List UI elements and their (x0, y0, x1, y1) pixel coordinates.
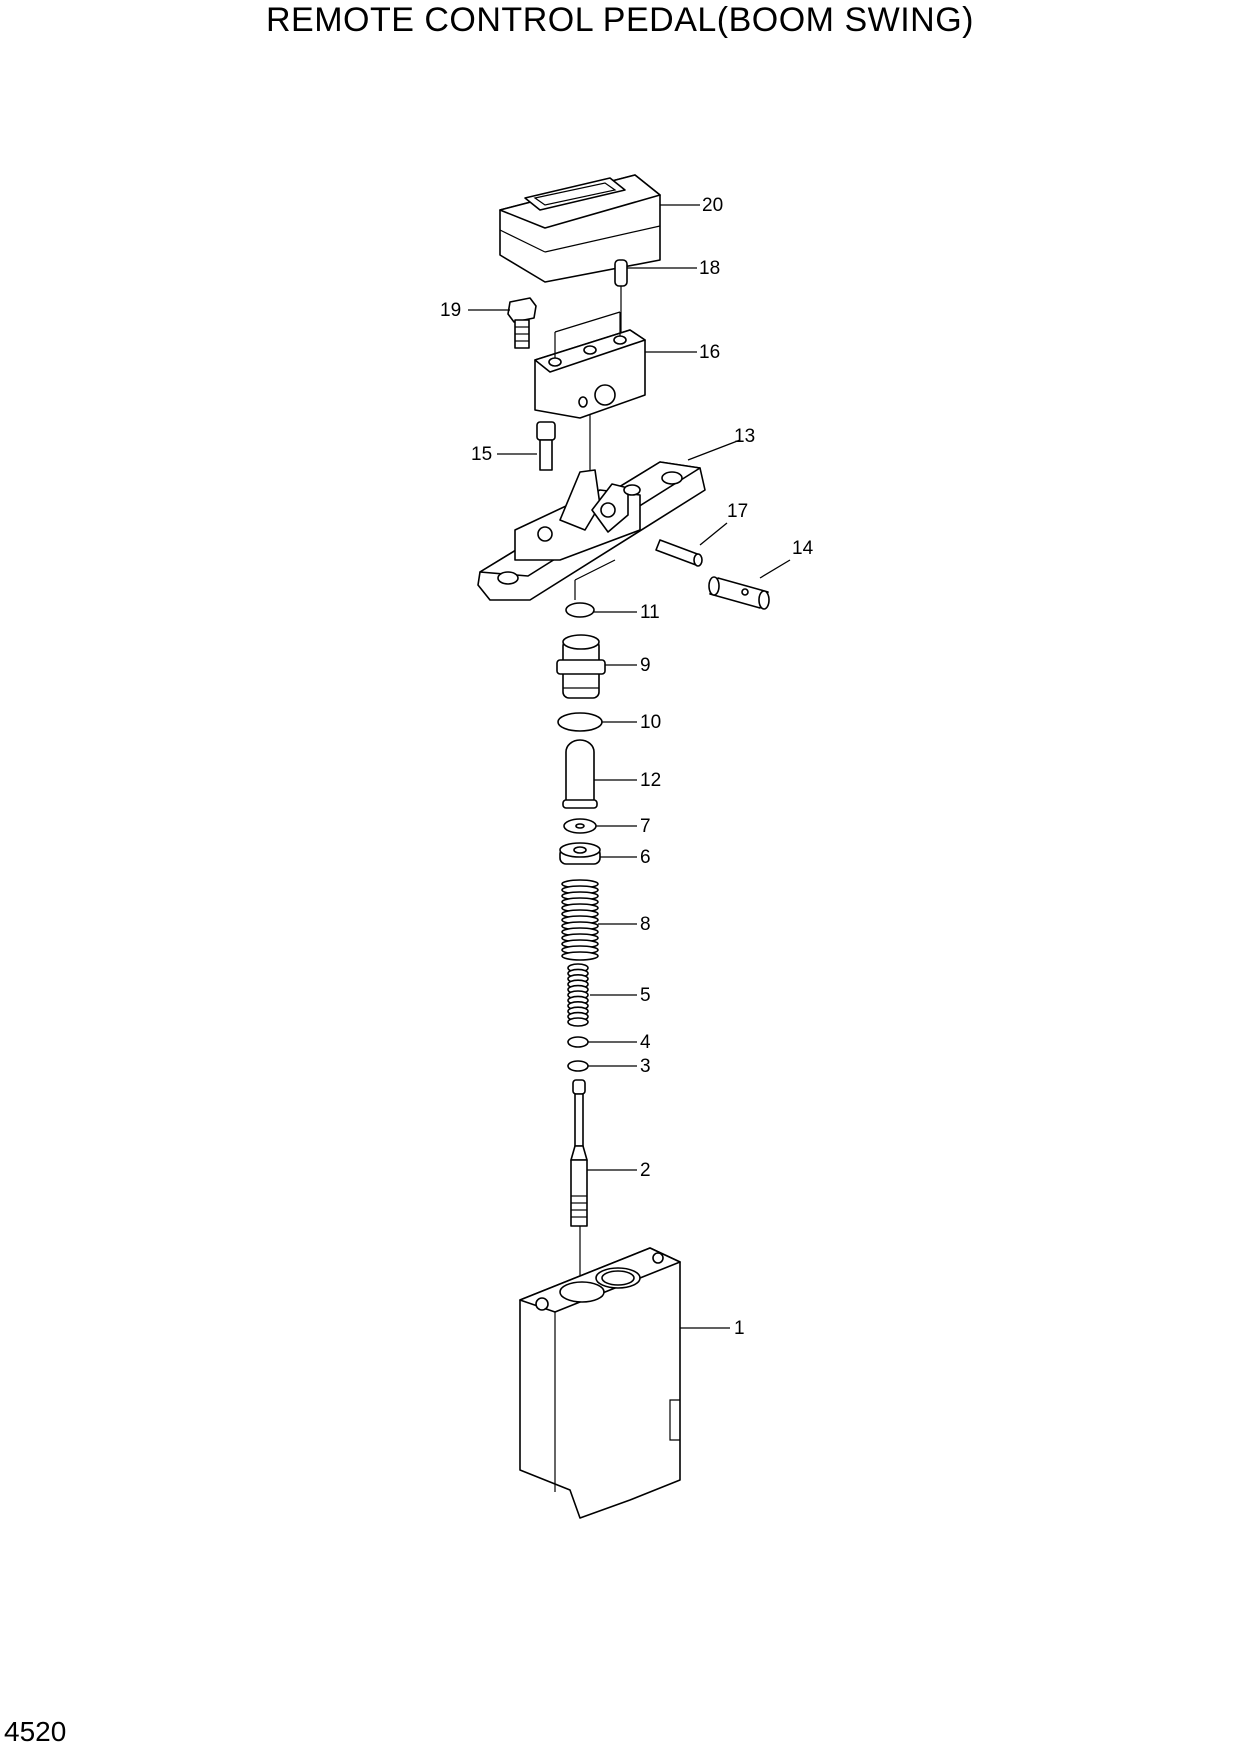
leader-lines (468, 204, 791, 1329)
callout-8: 8 (640, 914, 651, 935)
part-3-washer (567, 1060, 589, 1072)
callout-10: 10 (640, 712, 661, 733)
callout-4: 4 (640, 1032, 651, 1053)
part-5-inner-spring (567, 963, 589, 1027)
part-12-push-rod (562, 739, 598, 809)
spring-coil (561, 951, 599, 961)
callout-19: 19 (440, 300, 461, 321)
part-7-washer (563, 818, 597, 834)
page-number: 4520 (4, 1716, 67, 1747)
part-11-ring (565, 602, 595, 618)
part-16-pedal-bracket (534, 311, 646, 419)
part-2-spool (570, 1079, 588, 1227)
callout-16: 16 (699, 342, 720, 363)
part-18-pin (614, 259, 628, 332)
callout-12: 12 (640, 770, 661, 791)
callout-20: 20 (702, 195, 723, 216)
callout-18: 18 (699, 258, 720, 279)
part-10-o-ring (557, 712, 603, 732)
callout-1: 1 (734, 1318, 745, 1339)
callout-2: 2 (640, 1160, 651, 1181)
spring-coil (567, 1017, 589, 1027)
callout-13: 13 (734, 426, 755, 447)
part-20-pedal-cover (499, 174, 661, 283)
part-13-pedal-base (477, 461, 706, 601)
part-19-bolt (507, 297, 537, 349)
callout-17: 17 (727, 501, 748, 522)
callout-14: 14 (792, 538, 814, 559)
part-14-pin (708, 576, 770, 610)
callout-7: 7 (640, 816, 651, 837)
part-17-pin (655, 539, 703, 567)
callout-15: 15 (471, 444, 492, 465)
callout-6: 6 (640, 847, 651, 868)
part-8-return-spring (561, 879, 599, 961)
part-1-valve-body (519, 1247, 681, 1519)
callout-9: 9 (640, 655, 651, 676)
part-4-washer (567, 1036, 589, 1048)
page-title: REMOTE CONTROL PEDAL(BOOM SWING) (265, 1, 974, 39)
part-15-bolt (536, 421, 556, 471)
callout-5: 5 (640, 985, 651, 1006)
callout-11: 11 (640, 602, 660, 623)
part-6-spring-seat (559, 842, 601, 865)
callout-3: 3 (640, 1056, 651, 1077)
part-9-plug (556, 634, 606, 699)
